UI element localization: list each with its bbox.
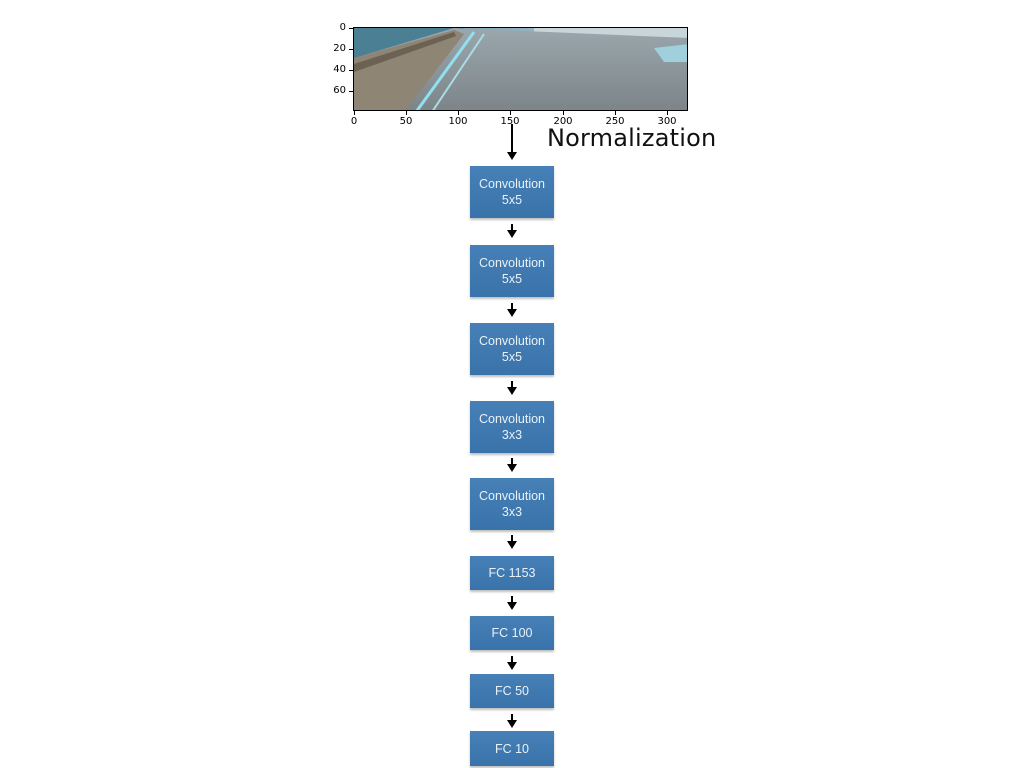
flow-arrow <box>507 656 517 670</box>
x-tick-mark <box>667 111 668 115</box>
road-image-graphic <box>354 28 687 110</box>
layer-label: FC 50 <box>494 684 530 698</box>
layer-label-line1: Convolution <box>478 334 545 348</box>
flow-arrow <box>507 381 517 395</box>
layer-fc-100: FC 100 <box>470 616 554 650</box>
y-tick-label: 40 <box>333 64 346 75</box>
layer-label-line1: Convolution <box>478 412 545 426</box>
layer-label: Convolution 5x5 <box>479 176 545 208</box>
x-tick-label: 200 <box>553 116 573 127</box>
layer-label: FC 10 <box>494 741 530 756</box>
layer-label-line2: 5x5 <box>501 350 523 364</box>
layer-label: Convolution 3x3 <box>479 411 545 443</box>
x-tick-label: 250 <box>605 116 625 127</box>
layer-label: Convolution 5x5 <box>479 255 545 287</box>
x-tick-label: 100 <box>448 116 468 127</box>
layer-label-line2: 3x3 <box>501 428 523 442</box>
layer-label: FC 100 <box>491 626 533 640</box>
layer-label-line2: 5x5 <box>501 272 523 286</box>
normalization-label: Normalization <box>547 124 717 152</box>
y-tick-mark <box>349 28 353 29</box>
y-tick-label: 0 <box>339 22 346 33</box>
layer-label-line2: 5x5 <box>501 193 523 207</box>
layer-conv-5: Convolution 3x3 <box>470 478 554 530</box>
y-tick-mark <box>349 70 353 71</box>
layer-fc-10: FC 10 <box>470 731 554 766</box>
x-tick-label: 50 <box>399 116 413 127</box>
layer-label-line1: Convolution <box>478 489 545 503</box>
x-tick-mark <box>354 111 355 115</box>
x-tick-mark <box>458 111 459 115</box>
x-tick-label: 150 <box>500 116 520 127</box>
x-tick-mark <box>406 111 407 115</box>
flow-arrow <box>507 596 517 610</box>
flow-arrow <box>507 535 517 549</box>
layer-fc-50: FC 50 <box>470 674 554 708</box>
x-tick-mark <box>510 111 511 115</box>
layer-label-line1: Convolution <box>478 177 545 191</box>
layer-conv-4: Convolution 3x3 <box>470 401 554 453</box>
flow-arrow <box>507 224 517 238</box>
layer-label: Convolution 5x5 <box>479 333 545 365</box>
layer-conv-1: Convolution 5x5 <box>470 166 554 218</box>
layer-label: FC 1153 <box>488 566 536 580</box>
road-image <box>353 27 688 111</box>
x-tick-mark <box>615 111 616 115</box>
layer-label-line2: 3x3 <box>501 505 523 519</box>
flow-arrow <box>507 124 517 160</box>
layer-conv-3: Convolution 5x5 <box>470 323 554 375</box>
x-tick-label: 300 <box>657 116 677 127</box>
y-tick-label: 60 <box>333 85 346 96</box>
y-tick-mark <box>349 91 353 92</box>
x-tick-label: 0 <box>350 116 358 127</box>
flow-arrow <box>507 458 517 472</box>
y-tick-label: 20 <box>333 43 346 54</box>
layer-fc-1153: FC 1153 <box>470 556 554 590</box>
x-tick-mark <box>563 111 564 115</box>
layer-label: Convolution 3x3 <box>479 488 545 520</box>
layer-label-line1: Convolution <box>478 256 545 270</box>
layer-conv-2: Convolution 5x5 <box>470 245 554 297</box>
flow-arrow <box>507 714 517 728</box>
flow-arrow <box>507 303 517 317</box>
y-tick-mark <box>349 49 353 50</box>
